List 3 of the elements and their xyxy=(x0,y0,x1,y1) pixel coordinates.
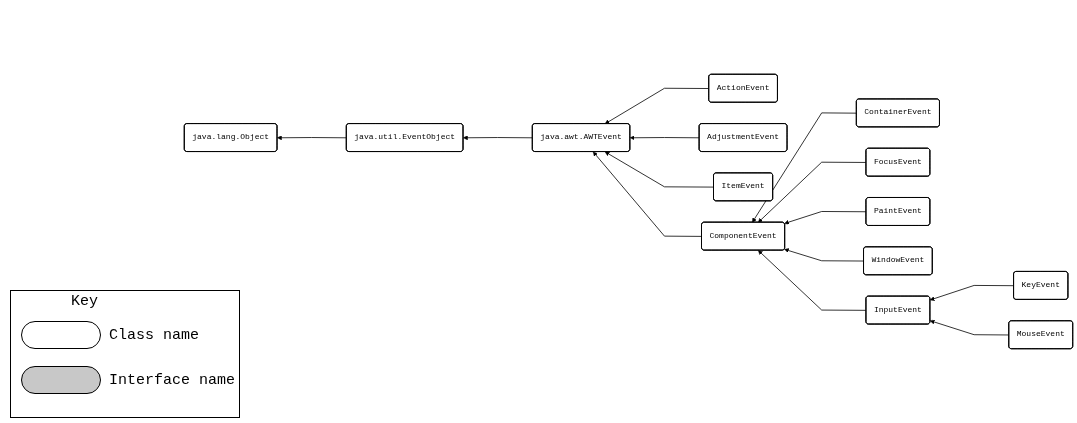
legend-text: Interface name xyxy=(109,371,236,389)
legend-title: Key xyxy=(71,293,98,310)
legend-text: Class name xyxy=(109,326,199,344)
